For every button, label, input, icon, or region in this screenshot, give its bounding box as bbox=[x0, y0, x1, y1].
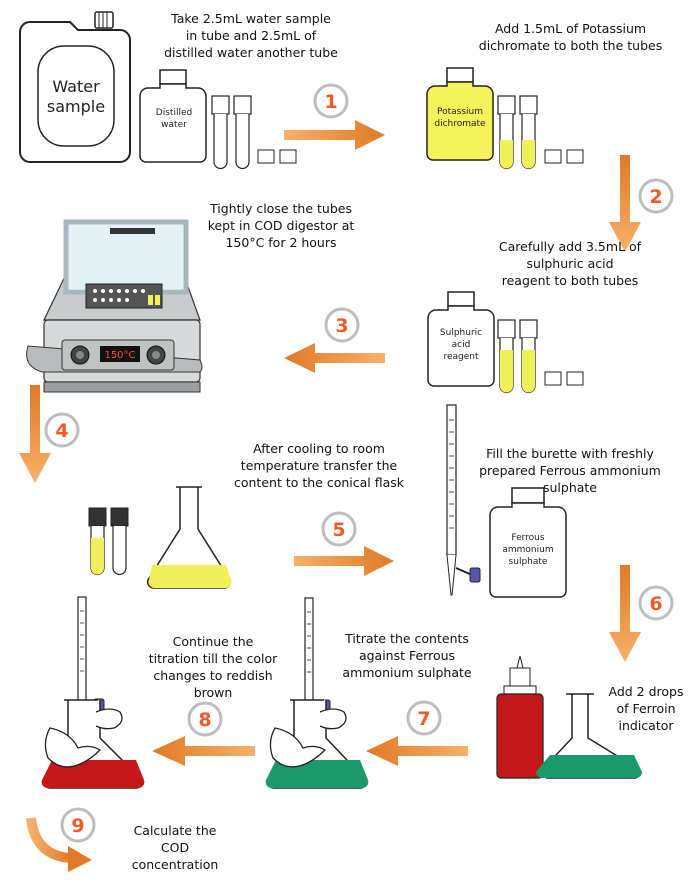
conical-flask-green-indicator bbox=[536, 693, 642, 779]
arrow-step-9-head bbox=[68, 846, 92, 872]
ferroin-dropper-bottle bbox=[496, 655, 544, 779]
step-6-line-2: prepared Ferrous ammonium bbox=[479, 463, 661, 478]
step-2-badge bbox=[638, 178, 674, 214]
final-step-line-3: concentration bbox=[131, 857, 219, 872]
step-7-description: Add 2 drops of Ferroin indicator bbox=[603, 683, 689, 734]
step-8-number: 8 bbox=[198, 709, 211, 731]
arrow-step-3 bbox=[284, 343, 385, 373]
ferrous-label-line2: ammonium bbox=[502, 545, 553, 555]
arrow-step-1 bbox=[284, 120, 385, 150]
step-9-badge bbox=[60, 807, 96, 843]
step-8-line-2: against Ferrous bbox=[358, 648, 456, 663]
step-7-line-1: Add 2 drops bbox=[608, 684, 684, 699]
step-1-description: Take 2.5mL water sample in tube and 2.5m… bbox=[156, 10, 346, 61]
step-1-line-1: Take 2.5mL water sample bbox=[171, 11, 331, 26]
step-9-line-1: Continue the bbox=[172, 634, 254, 649]
step-9-description: Continue the titration till the color ch… bbox=[128, 633, 298, 701]
burette bbox=[446, 404, 481, 596]
step-5-description: After cooling to room temperature transf… bbox=[224, 440, 414, 491]
step-9-line-3: changes to reddish bbox=[153, 668, 273, 683]
step-4-number: 4 bbox=[55, 420, 68, 442]
step-4-line-3: 150°C for 2 hours bbox=[225, 235, 337, 250]
ferrous-ammonium-sulphate-bottle: Ferrous ammonium sulphate bbox=[489, 487, 567, 598]
distilled-label-line1: Distilled bbox=[156, 108, 192, 118]
step-3-line-2: sulphuric acid bbox=[526, 256, 614, 271]
step-2-description: Add 1.5mL of Potassium dichromate to bot… bbox=[458, 20, 683, 54]
distilled-label-line2: water bbox=[161, 120, 187, 130]
step-1-number: 1 bbox=[324, 91, 337, 113]
step-2-line-2: dichromate to both the tubes bbox=[478, 38, 663, 53]
yellow-test-tubes-1 bbox=[497, 95, 584, 170]
step-9-line-4: brown bbox=[193, 685, 233, 700]
step-7-line-3: indicator bbox=[618, 718, 674, 733]
step-1-badge bbox=[313, 83, 349, 119]
step-6-line-1: Fill the burette with freshly bbox=[486, 446, 654, 461]
step-3-description: Carefully add 3.5mL of sulphuric acid re… bbox=[490, 238, 650, 289]
step-7-number: 7 bbox=[417, 708, 430, 730]
final-step-line-1: Calculate the bbox=[133, 823, 217, 838]
step-8-badge bbox=[187, 701, 223, 737]
step-4-line-1: Tightly close the tubes bbox=[210, 201, 352, 216]
step-4-description: Tightly close the tubes kept in COD dige… bbox=[186, 200, 376, 251]
step-2-line-1: Add 1.5mL of Potassium bbox=[494, 21, 647, 36]
step-8-description: Titrate the contents against Ferrous amm… bbox=[332, 630, 482, 681]
potassium-dichromate-bottle: Potassium dichromate bbox=[426, 67, 494, 161]
step-3-badge bbox=[324, 307, 360, 343]
step-5-line-2: temperature transfer the bbox=[240, 458, 398, 473]
step-6-badge bbox=[638, 585, 674, 621]
step-5-badge bbox=[321, 511, 357, 547]
arrow-step-9 bbox=[26, 817, 72, 863]
distilled-water-bottle: Distilled water bbox=[139, 69, 207, 163]
empty-test-tubes-1 bbox=[211, 95, 297, 170]
step-7-line-2: of Ferroin bbox=[616, 701, 676, 716]
yellow-test-tubes-2 bbox=[497, 319, 584, 394]
ferrous-label-line1: Ferrous bbox=[511, 533, 544, 543]
arrow-step-4 bbox=[19, 385, 51, 483]
step-5-line-1: After cooling to room bbox=[253, 441, 385, 456]
step-7-badge bbox=[406, 700, 442, 736]
step-5-line-3: content to the conical flask bbox=[233, 475, 405, 490]
arrow-step-5 bbox=[294, 546, 394, 576]
step-4-line-2: kept in COD digestor at bbox=[207, 218, 355, 233]
arrow-step-8 bbox=[152, 736, 255, 766]
digestor-display: 150°C bbox=[104, 350, 135, 361]
sulphuric-label-line3: reagent bbox=[443, 352, 479, 362]
conical-flask-yellow bbox=[146, 486, 232, 589]
step-9-number: 9 bbox=[71, 815, 84, 837]
step-5-number: 5 bbox=[332, 519, 345, 541]
dichromate-label-line2: dichromate bbox=[434, 119, 486, 129]
dichromate-label-line1: Potassium bbox=[437, 107, 483, 117]
step-4-badge bbox=[44, 412, 80, 448]
step-1-line-3: distilled water another tube bbox=[164, 45, 338, 60]
step-6-number: 6 bbox=[649, 593, 662, 615]
water-sample-label-line1: Water bbox=[52, 77, 100, 96]
arrow-step-6 bbox=[609, 565, 641, 662]
step-1-line-2: in tube and 2.5mL of bbox=[185, 28, 317, 43]
sulphuric-acid-bottle: Sulphuric acid reagent bbox=[427, 291, 495, 387]
step-3-number: 3 bbox=[335, 315, 348, 337]
arrow-step-2 bbox=[609, 155, 641, 252]
final-step-line-2: COD bbox=[160, 840, 190, 855]
titration-setup-red bbox=[41, 596, 145, 789]
cooled-test-tubes bbox=[88, 507, 129, 576]
arrow-step-7 bbox=[366, 736, 468, 766]
water-sample-label-line2: sample bbox=[47, 97, 105, 116]
step-2-number: 2 bbox=[649, 186, 662, 208]
sulphuric-label-line1: Sulphuric bbox=[440, 328, 482, 338]
step-3-line-1: Carefully add 3.5mL of bbox=[498, 239, 642, 254]
step-8-line-3: ammonium sulphate bbox=[342, 665, 472, 680]
sulphuric-label-line2: acid bbox=[452, 340, 471, 350]
water-sample-container: Water sample bbox=[19, 11, 131, 163]
step-9-line-2: titration till the color bbox=[148, 651, 278, 666]
step-8-line-1: Titrate the contents bbox=[345, 631, 469, 646]
titration-setup-green bbox=[265, 597, 369, 789]
cod-digestor: 150°C bbox=[26, 219, 203, 393]
step-3-line-3: reagent to both tubes bbox=[501, 273, 639, 288]
ferrous-label-line3: sulphate bbox=[509, 557, 548, 567]
final-step-description: Calculate the COD concentration bbox=[120, 822, 230, 873]
step-6-line-3: sulphate bbox=[542, 480, 598, 495]
step-6-description: Fill the burette with freshly prepared F… bbox=[460, 445, 680, 496]
